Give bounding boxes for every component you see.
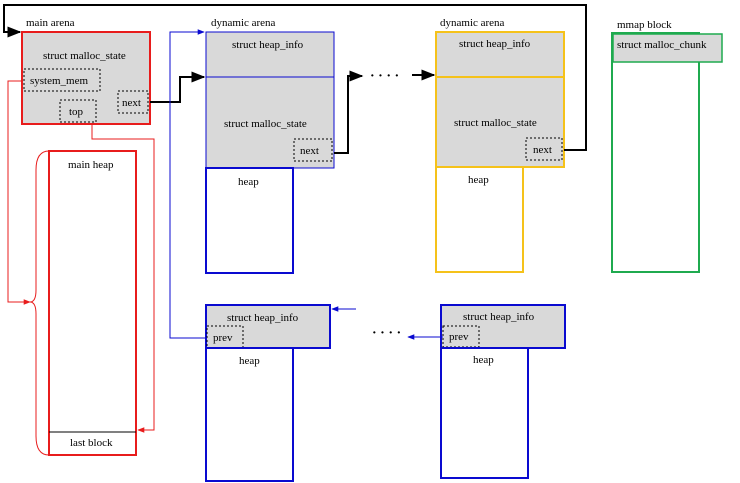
mmap-chunk-label: struct malloc_chunk (617, 39, 707, 51)
dynamic-arena-1: dynamic arena struct heap_info struct ma… (205, 17, 335, 274)
mmap-block-box (611, 32, 700, 273)
lower-heap-1: struct heap_info prev heap (205, 304, 331, 482)
top-ellipsis: · · · · (370, 69, 399, 84)
dynamic-arena-1-title: dynamic arena (211, 17, 276, 29)
dynamic-arena-2-heap-label: heap (468, 174, 489, 186)
main-arena: main arena struct malloc_state system_me… (21, 17, 151, 125)
next-arrow-dynamic2-to-main (3, 4, 587, 151)
system-mem-label: system_mem (30, 75, 88, 87)
lower-heap-2-prev-field (442, 325, 480, 348)
lower-heap-2-heap-label: heap (473, 354, 494, 366)
dynamic-arena-1-heap-info-label: struct heap_info (232, 39, 304, 51)
lower-heap-2-heap-info-label: struct heap_info (463, 311, 535, 323)
next-arrow-main-to-dynamic1 (150, 71, 206, 103)
main-heap-box (48, 150, 137, 456)
lower-heap-2-heap (440, 347, 529, 479)
dynamic-arena-2-heap-info (435, 31, 565, 78)
lower-heap-2-prev-label: prev (449, 331, 469, 343)
lower-heap-1-heap-label: heap (239, 355, 260, 367)
main-heap-label: main heap (68, 159, 114, 171)
top-pointer (91, 124, 155, 433)
dynamic-arena-2-next-field (525, 137, 563, 161)
dynamic-arena-2: dynamic arena struct heap_info struct ma… (435, 17, 565, 273)
next-arrow-dynamic1-to-chain (334, 70, 364, 154)
dynamic-arena-2-heap (435, 166, 524, 273)
lower-heap-1-prev-label: prev (213, 332, 233, 344)
main-next-field (117, 90, 149, 114)
main-next-label: next (122, 97, 141, 109)
dynamic-arena-1-next-label: next (300, 145, 319, 157)
main-heap-brace (29, 150, 50, 456)
dynamic-arena-1-heap-label: heap (238, 176, 259, 188)
lower-heap-2: struct heap_info prev heap (440, 304, 566, 479)
system-mem-pointer (7, 80, 31, 305)
bottom-ellipsis: · · · · (372, 326, 401, 341)
dynamic-arena-2-heap-info-label: struct heap_info (459, 38, 531, 50)
top-field (59, 99, 97, 123)
dynamic-arena-2-malloc-state-label: struct malloc_state (454, 117, 537, 129)
dynamic-arena-1-malloc-state-label: struct malloc_state (224, 118, 307, 130)
prev-arrow-lower1-to-dynamic1 (169, 29, 207, 339)
dynamic-arena-1-next-field (293, 138, 333, 162)
lower-heap-1-heap-info-label: struct heap_info (227, 312, 299, 324)
mmap-block: mmap block struct malloc_chunk (611, 19, 723, 273)
mmap-block-title: mmap block (617, 19, 672, 31)
system-mem-field (23, 68, 101, 92)
top-label: top (69, 106, 84, 118)
lower-heap-1-heap (205, 347, 294, 482)
dynamic-arena-1-heap (205, 167, 294, 274)
dynamic-arena-1-heap-info (205, 31, 335, 78)
dynamic-arena-2-next-label: next (533, 144, 552, 156)
main-heap: main heap last block (48, 150, 137, 456)
mmap-chunk-header (612, 33, 723, 63)
main-arena-title: main arena (26, 17, 75, 29)
last-block-label: last block (70, 437, 113, 449)
main-arena-struct-label: struct malloc_state (43, 50, 126, 62)
dynamic-arena-2-title: dynamic arena (440, 17, 505, 29)
